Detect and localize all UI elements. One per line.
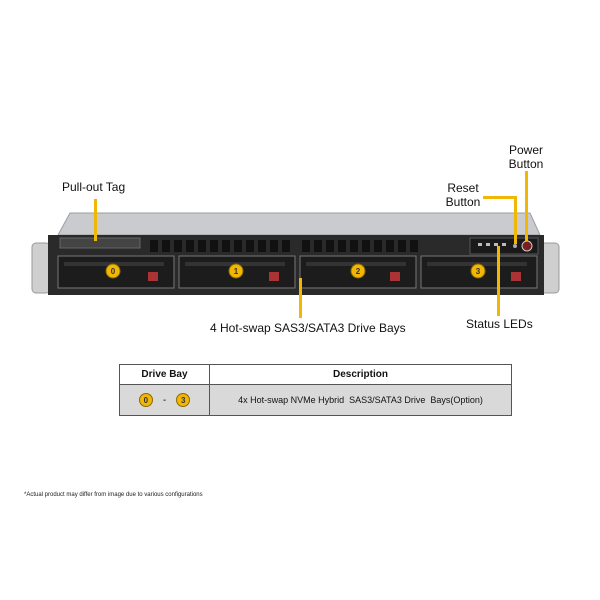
bay-badge-1 — [228, 263, 244, 279]
bay-number-3: 3 — [476, 267, 481, 276]
footnote: *Actual product may differ from image du… — [24, 492, 203, 498]
header-drive-bay: Drive Bay — [120, 365, 210, 384]
description-cell: 4x Hot-swap NVMe Hybrid SAS3/SATA3 Drive… — [238, 395, 483, 405]
table-row: 0 - 3 4x Hot-swap NVMe Hybrid SAS3/SATA3… — [120, 385, 511, 415]
range-separator: - — [162, 394, 167, 406]
callout-pull-out-tag — [94, 199, 97, 241]
drive-bays-label: 4 Hot-swap SAS3/SATA3 Drive Bays — [210, 321, 406, 335]
pull-out-tag — [59, 237, 141, 249]
callout-reset-vertical — [514, 196, 517, 244]
callout-reset-horizontal — [483, 196, 517, 199]
power-button-label: Power Button — [508, 143, 544, 171]
bay-to-badge: 3 — [176, 393, 191, 407]
callout-status-leds — [497, 246, 500, 316]
chassis-top — [57, 212, 541, 236]
reset-button — [513, 244, 517, 248]
power-button — [521, 240, 533, 252]
bay-number-1: 1 — [234, 267, 239, 276]
callout-drive-bays — [299, 278, 302, 318]
table-header-row: Drive Bay Description — [120, 365, 511, 385]
callout-power — [525, 171, 528, 241]
bay-badge-3 — [470, 263, 486, 279]
pull-out-tag-label: Pull-out Tag — [62, 180, 126, 194]
bay-number-2: 2 — [356, 267, 361, 276]
bay-badge-2 — [350, 263, 366, 279]
drive-bay-table: Drive Bay Description 0 - 3 4x Hot-swap … — [119, 364, 512, 416]
bay-from-badge: 0 — [138, 393, 153, 407]
bay-number-0: 0 — [111, 267, 116, 276]
vent-slots — [150, 240, 418, 252]
status-leds-label: Status LEDs — [466, 317, 533, 331]
reset-button-label: Reset Button — [445, 181, 481, 209]
header-description: Description — [332, 369, 388, 380]
bay-badge-0 — [105, 263, 121, 279]
status-leds — [478, 243, 506, 246]
drive-bay-range-cell: 0 - 3 — [120, 385, 210, 415]
left-rack-ear — [31, 242, 51, 294]
